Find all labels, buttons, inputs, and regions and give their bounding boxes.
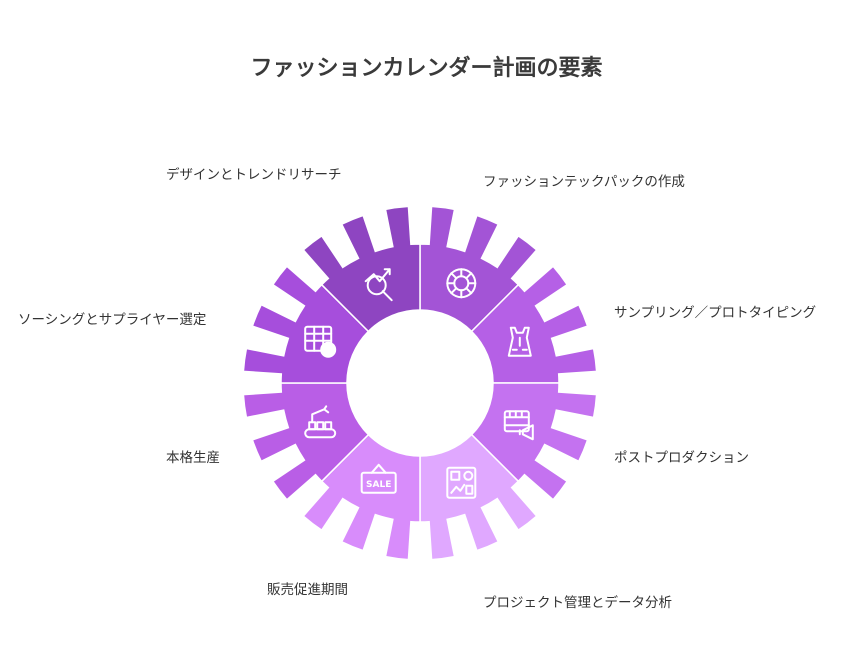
gear-segment [470, 382, 598, 501]
page-title: ファッションカレンダー計画の要素 [250, 56, 603, 81]
sale-sign-text: SALE [366, 480, 391, 490]
trend-research-icon [364, 268, 393, 302]
segment-label-design-research: デザインとトレンドリサーチ [166, 167, 342, 183]
segment-label-mass-production: 本格生産 [166, 450, 220, 466]
dashboard-icon [446, 466, 477, 499]
segment-label-project-management: プロジェクト管理とデータ分析 [483, 595, 672, 611]
gear-center-hole [347, 310, 493, 456]
segment-label-tech-pack: ファッションテックパックの作成 [483, 174, 685, 190]
segment-label-sales-promotion: 販売促進期間 [267, 582, 348, 598]
segment-label-sampling: サンプリング／プロトタイピング [614, 305, 817, 321]
segment-label-post-production: ポストプロダクション [614, 450, 749, 466]
film-megaphone-icon [503, 410, 534, 441]
production-line-icon [304, 405, 337, 439]
segment-label-sourcing: ソーシングとサプライヤー選定 [18, 312, 207, 328]
sale-sign-icon: SALE [360, 463, 397, 494]
table-check-icon [304, 325, 337, 358]
garment-icon [507, 326, 532, 357]
target-icon [446, 268, 477, 299]
